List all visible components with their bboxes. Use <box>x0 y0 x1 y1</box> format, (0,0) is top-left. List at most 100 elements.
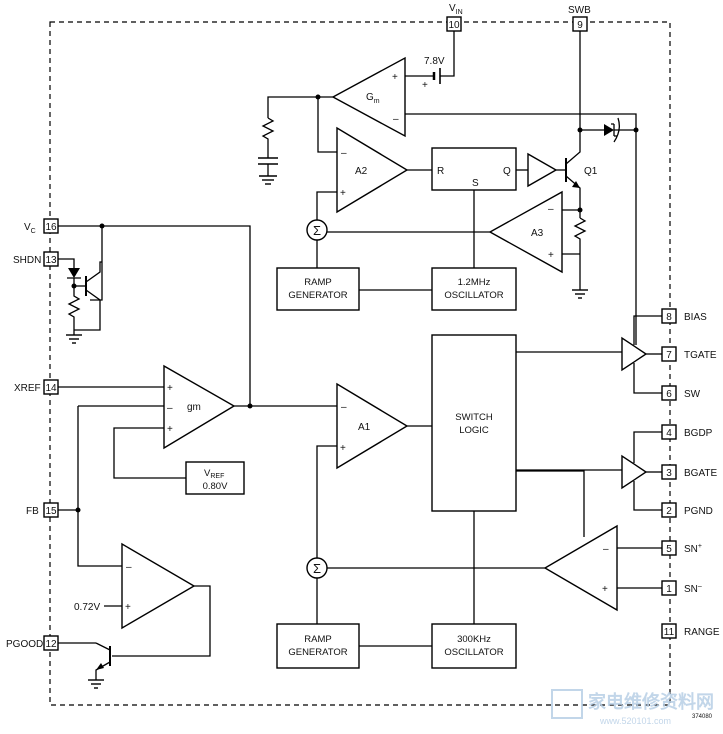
pin-bias-label: BIAS <box>684 312 707 323</box>
pin-swb: 9 SWB <box>568 5 591 32</box>
pin-range: 11 RANGE <box>661 623 720 639</box>
rs-latch: R S Q <box>431 147 517 191</box>
svg-text:+: + <box>422 80 428 91</box>
pin-vin-label: VIN <box>449 3 463 16</box>
pin-pgood-label: PGOOD <box>6 639 43 650</box>
svg-text:–: – <box>603 544 609 555</box>
ramp-top-line2: GENERATOR <box>288 290 347 301</box>
pin-shdn-label: SHDN <box>13 255 41 266</box>
svg-text:+: + <box>167 424 173 435</box>
pin-snp-number: 5 <box>666 544 672 555</box>
pin-bgate: 3 BGATE <box>661 464 717 480</box>
package-outline <box>49 21 671 706</box>
a1-label: A1 <box>358 422 371 433</box>
pin-xref: 14 XREF <box>14 379 59 395</box>
pin-swb-label: SWB <box>568 5 591 16</box>
pin-snp: 5 SN+ <box>661 540 702 556</box>
bottom-gate-driver <box>621 454 648 490</box>
svg-text:–: – <box>167 403 173 414</box>
latch-q-label: Q <box>503 166 511 177</box>
vref-source: VREF 0.80V <box>185 461 245 495</box>
pin-range-label: RANGE <box>684 627 720 638</box>
watermark: 家电维修资料网 www.520101.com <box>551 689 714 726</box>
gm-error-amp-label: gm <box>187 402 201 413</box>
watermark-sub: www.520101.com <box>599 716 671 726</box>
svg-text:+: + <box>167 383 173 394</box>
pin-xref-number: 14 <box>45 383 57 394</box>
osc-bottom-line2: OSCILLATOR <box>444 647 503 658</box>
pin-vin-number: 10 <box>448 20 460 31</box>
svg-text:–: – <box>341 402 347 413</box>
zener-diode <box>68 268 80 278</box>
ramp-generator-top: RAMP GENERATOR <box>276 267 360 311</box>
a3-amplifier: A3 – + <box>488 190 563 274</box>
pin-bias-number: 8 <box>666 312 672 323</box>
svg-text:+: + <box>125 602 131 613</box>
pin-xref-label: XREF <box>14 383 41 394</box>
pin-vc-number: 16 <box>45 222 57 233</box>
pin-bgate-label: BGATE <box>684 468 717 479</box>
ramp-bottom-line1: RAMP <box>304 634 331 645</box>
pin-fb-label: FB <box>26 506 39 517</box>
latch-s-label: S <box>472 178 479 189</box>
summer-top: Σ <box>306 219 328 241</box>
a3-label: A3 <box>531 228 544 239</box>
pin-sw-number: 6 <box>666 389 672 400</box>
svg-text:–: – <box>548 204 554 215</box>
svg-text:+: + <box>340 188 346 199</box>
pgood-comparator: – + <box>121 542 196 630</box>
pin-bias: 8 BIAS <box>661 308 707 324</box>
pin-shdn-number: 13 <box>45 255 57 266</box>
pin-tgate-label: TGATE <box>684 350 717 361</box>
osc-top-line1: 1.2MHz <box>458 277 491 288</box>
gm-error-amplifier: gm + – + <box>163 364 236 450</box>
pin-pgnd: 2 PGND <box>661 502 713 518</box>
current-sense-amplifier: – + <box>543 524 618 612</box>
svg-text:+: + <box>602 584 608 595</box>
pin-pgood: 12 PGOOD <box>6 635 59 651</box>
oscillator-1-2mhz: 1.2MHz OSCILLATOR <box>431 267 517 311</box>
switch-logic-block: SWITCH LOGIC <box>431 334 517 512</box>
sigma-bottom-label: Σ <box>313 561 321 576</box>
top-gate-driver <box>621 336 648 372</box>
ramp-generator-bottom: RAMP GENERATOR <box>276 623 360 669</box>
pin-pgood-number: 12 <box>45 639 57 650</box>
pin-pgnd-number: 2 <box>666 506 672 517</box>
svg-text:–: – <box>393 114 399 125</box>
svg-text:–: – <box>341 148 347 159</box>
pin-fb: 15 FB <box>26 502 59 518</box>
watermark-main: 家电维修资料网 <box>588 691 714 712</box>
svg-text:+: + <box>392 72 398 83</box>
gate-driver-buffer <box>527 152 558 188</box>
a1-amplifier: A1 – + <box>336 382 409 470</box>
summer-bottom: Σ <box>306 557 328 579</box>
svg-text:+: + <box>548 250 554 261</box>
svg-text:+: + <box>340 443 346 454</box>
pin-fb-number: 15 <box>45 506 57 517</box>
pin-range-number: 11 <box>664 627 675 638</box>
oscillator-300khz: 300KHz OSCILLATOR <box>431 623 517 669</box>
gm-amplifier: Gm + – <box>331 56 406 138</box>
vref-value: 0.80V <box>203 481 228 492</box>
pin-swb-number: 9 <box>577 20 583 31</box>
pin-vin: 10 VIN <box>446 3 463 32</box>
pin-vc-label: VC <box>24 222 36 235</box>
ramp-top-line1: RAMP <box>304 277 331 288</box>
battery-symbol: 7.8V + <box>422 56 445 91</box>
switch-logic-line2: LOGIC <box>459 425 489 436</box>
pin-snm-label: SN– <box>684 583 702 595</box>
pin-sw-label: SW <box>684 389 701 400</box>
osc-bottom-line1: 300KHz <box>457 634 491 645</box>
switch-logic-line1: SWITCH <box>455 412 493 423</box>
part-code: 374080 <box>692 714 713 720</box>
a2-label: A2 <box>355 166 368 177</box>
q1-label: Q1 <box>584 166 598 177</box>
pin-shdn: 13 SHDN <box>13 251 59 267</box>
pin-snm-number: 1 <box>666 584 672 595</box>
pin-snp-label: SN+ <box>684 543 702 555</box>
pin-bgdp-label: BGDP <box>684 428 713 439</box>
pin-bgate-number: 3 <box>666 468 672 479</box>
comparator-ref-label: 0.72V <box>74 602 100 613</box>
pin-vc: 16 VC <box>24 218 59 235</box>
